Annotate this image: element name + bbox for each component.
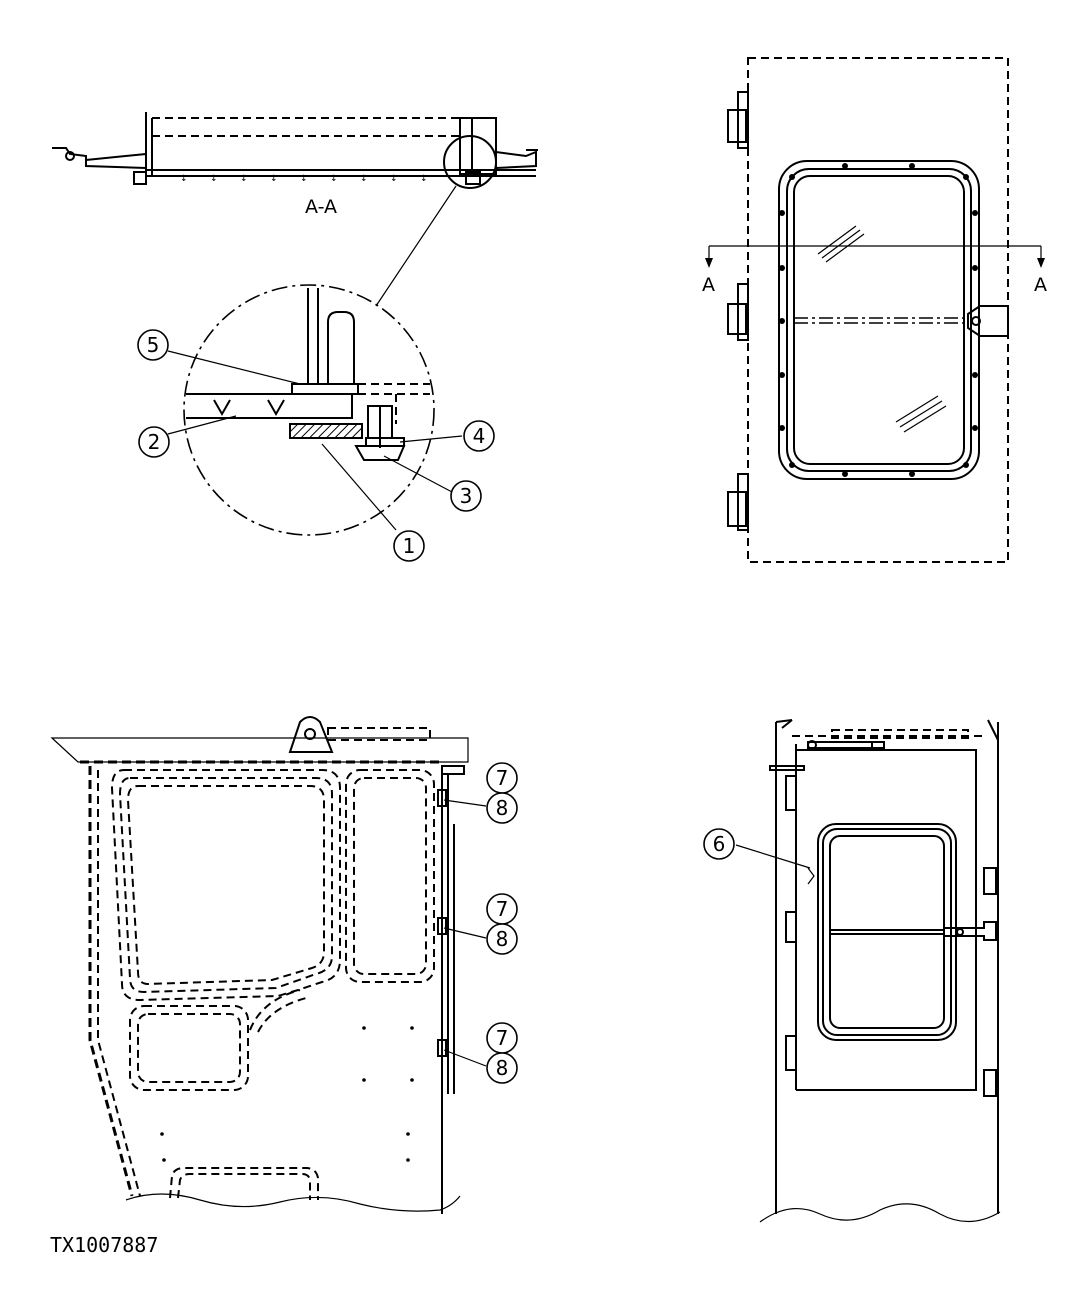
svg-text:1: 1	[403, 534, 416, 558]
door-front-view: A A	[702, 57, 1047, 563]
hinge-pins	[437, 789, 447, 1057]
callout-4: 4	[463, 420, 495, 452]
callout-8-middle: 8	[486, 923, 518, 955]
svg-text:↓: ↓	[240, 174, 248, 184]
svg-text:6: 6	[713, 832, 726, 856]
svg-text:7: 7	[496, 766, 509, 790]
svg-text:3: 3	[460, 484, 473, 508]
section-arrow-right: A	[1034, 274, 1047, 296]
svg-text:5: 5	[147, 333, 160, 357]
svg-text:7: 7	[496, 1026, 509, 1050]
panel-rivets	[160, 1026, 414, 1162]
frame-bolts	[779, 163, 978, 477]
svg-text:2: 2	[148, 430, 161, 454]
svg-text:↓: ↓	[420, 174, 428, 184]
glass-reflection-lower	[895, 395, 947, 433]
svg-text:↓: ↓	[360, 174, 368, 184]
section-label: A-A	[305, 196, 337, 218]
section-line	[705, 245, 1045, 268]
hinge-middle	[727, 283, 749, 341]
figure-id: TX1007887	[50, 1233, 158, 1257]
svg-text:4: 4	[473, 424, 486, 448]
hinge-upper	[727, 91, 749, 149]
callout-2: 2	[138, 426, 170, 458]
svg-text:↓: ↓	[210, 174, 218, 184]
panel-arrows: ↓ ↓ ↓ ↓ ↓ ↓ ↓ ↓ ↓	[180, 174, 428, 184]
callout-3: 3	[450, 480, 482, 512]
cab-door-view	[735, 719, 1001, 1223]
svg-text:↓: ↓	[390, 174, 398, 184]
svg-text:↓: ↓	[180, 174, 188, 184]
svg-text:8: 8	[496, 796, 509, 820]
cab-side-view	[50, 716, 487, 1214]
svg-text:↓: ↓	[330, 174, 338, 184]
door-latch	[967, 305, 1009, 337]
callout-1: 1	[393, 530, 425, 562]
svg-text:8: 8	[496, 927, 509, 951]
callout-8-upper: 8	[486, 792, 518, 824]
callout-5: 5	[137, 329, 169, 361]
detail-view	[167, 284, 463, 536]
callout-7-middle: 7	[486, 893, 518, 925]
callout-8-lower: 8	[486, 1052, 518, 1084]
section-arrow-left: A	[702, 274, 715, 296]
glass-reflection-upper	[817, 225, 865, 263]
hinge-lower	[727, 473, 749, 531]
callout-7-upper: 7	[486, 762, 518, 794]
callout-7-lower: 7	[486, 1022, 518, 1054]
svg-text:7: 7	[496, 897, 509, 921]
svg-text:8: 8	[496, 1056, 509, 1080]
svg-text:↓: ↓	[270, 174, 278, 184]
svg-text:↓: ↓	[300, 174, 308, 184]
callout-6: 6	[703, 828, 735, 860]
section-view-a-a: ↓ ↓ ↓ ↓ ↓ ↓ ↓ ↓ ↓ A-A	[52, 112, 538, 307]
